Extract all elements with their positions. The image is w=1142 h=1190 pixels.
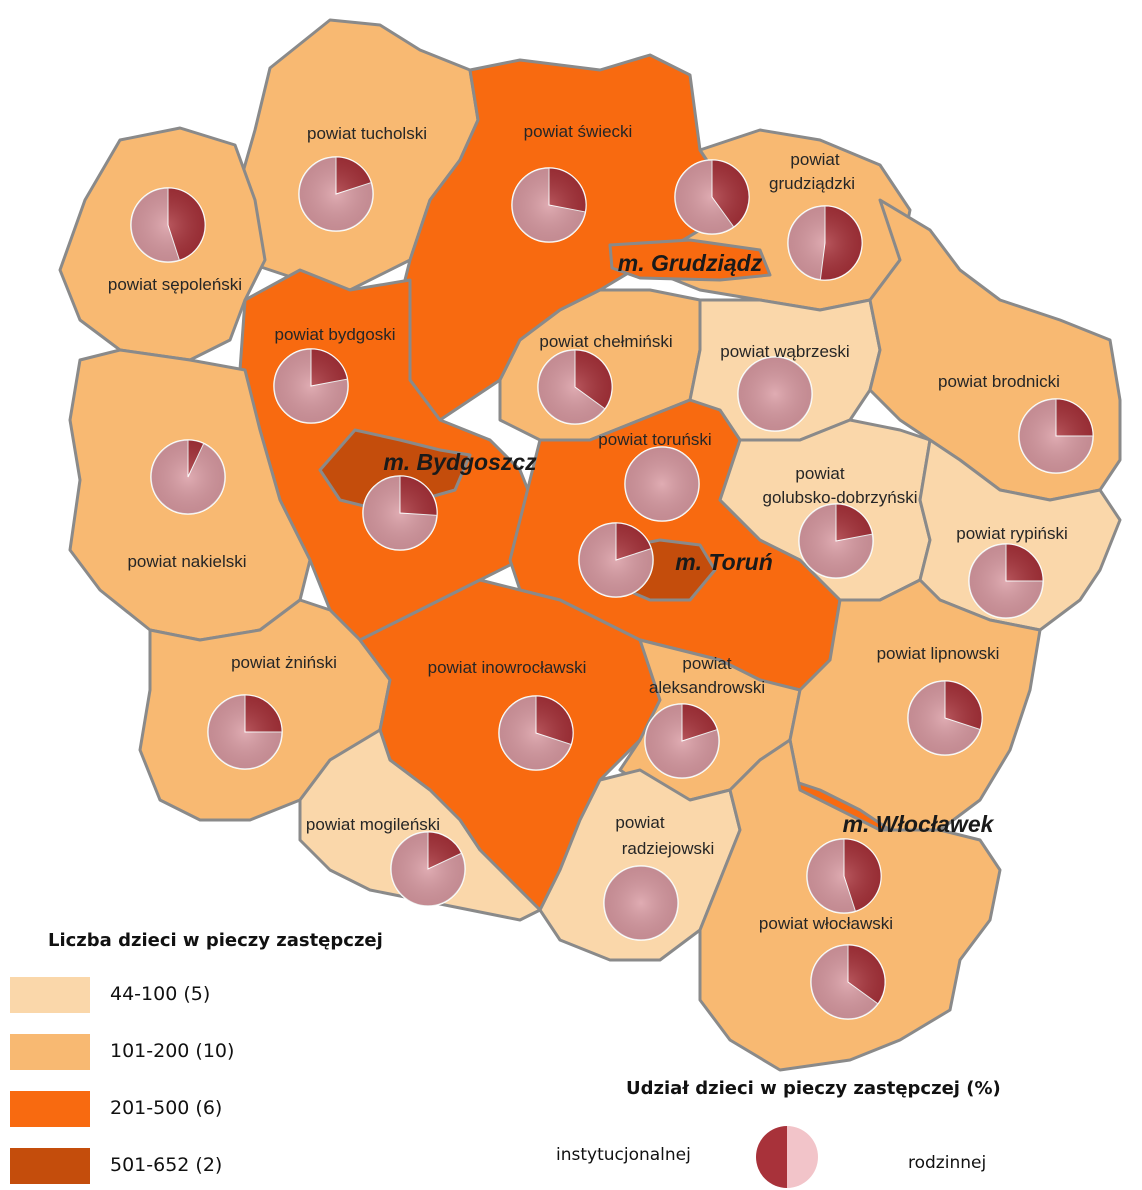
pie-shade bbox=[299, 157, 373, 231]
pie-shade bbox=[151, 440, 225, 514]
pie-shade bbox=[363, 476, 437, 550]
label-golubsko-line2: golubsko-dobrzyński bbox=[763, 488, 918, 507]
label-m-torun: m. Toruń bbox=[675, 549, 773, 575]
region-mogilenski[interactable] bbox=[298, 728, 542, 922]
legend-count-item: 501-652 (2) bbox=[10, 1148, 310, 1188]
pie-shade bbox=[799, 504, 873, 578]
region-m-bydgoszcz[interactable] bbox=[318, 428, 472, 512]
pie-shade bbox=[131, 188, 205, 262]
legend-count-label: 101-200 (10) bbox=[110, 1040, 235, 1062]
legend-count-item: 201-500 (6) bbox=[10, 1091, 310, 1131]
pie-golubsko bbox=[798, 503, 874, 579]
pie-zninski bbox=[207, 694, 283, 770]
label-tucholski: powiat tucholski bbox=[307, 124, 427, 143]
pie-mogilenski bbox=[390, 831, 466, 907]
legend-swatch bbox=[10, 977, 90, 1013]
label-rypinski: powiat rypiński bbox=[956, 524, 1068, 543]
label-aleksandrowski-line2: aleksandrowski bbox=[649, 678, 765, 697]
pie-brodnicki bbox=[1018, 398, 1094, 474]
pie-wabrzeski bbox=[737, 356, 813, 432]
pie-shade bbox=[908, 681, 982, 755]
legend-count-label: 44-100 (5) bbox=[110, 983, 211, 1005]
pie-radziejowski bbox=[603, 865, 679, 941]
pie-m-wloclawek bbox=[806, 838, 882, 914]
label-lipnowski: powiat lipnowski bbox=[877, 644, 1000, 663]
pie-shade bbox=[969, 544, 1043, 618]
pie-shade bbox=[274, 349, 348, 423]
label-mogilenski: powiat mogileński bbox=[306, 815, 440, 834]
legend-pie-family-half bbox=[787, 1126, 818, 1188]
label-zninski: powiat żniński bbox=[231, 653, 337, 672]
pie-shade bbox=[625, 447, 699, 521]
legend-count-title: Liczba dzieci w pieczy zastępczej bbox=[48, 930, 383, 951]
pie-chelminski bbox=[537, 349, 613, 425]
pie-sepolenski bbox=[130, 187, 206, 263]
pie-shade bbox=[645, 704, 719, 778]
pie-m-torun bbox=[578, 522, 654, 598]
legend-count-item: 101-200 (10) bbox=[10, 1034, 310, 1074]
legend-count-label: 501-652 (2) bbox=[110, 1154, 223, 1176]
label-m-bydgoszcz: m. Bydgoszcz bbox=[383, 449, 537, 475]
region-labels: powiat tucholski powiat świecki powiat g… bbox=[108, 122, 1068, 933]
pie-m-bydgoszcz bbox=[362, 475, 438, 551]
legend-share-pie bbox=[756, 1126, 818, 1188]
pie-shade bbox=[512, 168, 586, 242]
pie-shade bbox=[811, 945, 885, 1019]
pie-shade bbox=[1019, 399, 1093, 473]
label-bydgoski: powiat bydgoski bbox=[275, 325, 396, 344]
region-m-grudziadz[interactable] bbox=[608, 238, 772, 282]
pie-grudziadzki bbox=[787, 205, 863, 281]
pie-lipnowski bbox=[907, 680, 983, 756]
legend-count-label: 201-500 (6) bbox=[110, 1097, 223, 1119]
pie-shade bbox=[391, 832, 465, 906]
label-wabrzeski: powiat wąbrzeski bbox=[720, 342, 849, 361]
pie-rypinski bbox=[968, 543, 1044, 619]
legend-swatch bbox=[10, 1091, 90, 1127]
label-swiecki: powiat świecki bbox=[524, 122, 633, 141]
pie-shade bbox=[579, 523, 653, 597]
pie-shade bbox=[788, 206, 862, 280]
pie-bydgoski bbox=[273, 348, 349, 424]
pie-m-grudziadz bbox=[674, 159, 750, 235]
label-brodnicki: powiat brodnicki bbox=[938, 372, 1060, 391]
label-chelminski: powiat chełmiński bbox=[539, 332, 672, 351]
pie-wloclawski bbox=[810, 944, 886, 1020]
pie-nakielski bbox=[150, 439, 226, 515]
pie-inowroclawski bbox=[498, 695, 574, 771]
label-aleksandrowski-line1: powiat bbox=[682, 654, 731, 673]
label-sepolenski: powiat sępoleński bbox=[108, 275, 242, 294]
legend-family-label: rodzinnej bbox=[908, 1153, 987, 1173]
label-torunski: powiat toruński bbox=[598, 430, 711, 449]
legend-pie-institutional-half bbox=[756, 1126, 787, 1188]
label-m-grudziadz: m. Grudziądz bbox=[618, 250, 763, 276]
label-nakielski: powiat nakielski bbox=[127, 552, 246, 571]
pie-shade bbox=[208, 695, 282, 769]
label-grudziadzki-line2: grudziądzki bbox=[769, 174, 855, 193]
legend-swatch bbox=[10, 1148, 90, 1184]
legend-share-title: Udział dzieci w pieczy zastępczej (%) bbox=[626, 1078, 1001, 1099]
pie-shade bbox=[604, 866, 678, 940]
pie-shade bbox=[538, 350, 612, 424]
pie-shade bbox=[675, 160, 749, 234]
pie-torunski bbox=[624, 446, 700, 522]
label-radziejowski-line1: powiat bbox=[615, 813, 664, 832]
pie-shade bbox=[807, 839, 881, 913]
pie-tucholski bbox=[298, 156, 374, 232]
pie-charts bbox=[130, 156, 1094, 1020]
legend-count-item: 44-100 (5) bbox=[10, 977, 310, 1017]
label-grudziadzki-line1: powiat bbox=[790, 150, 839, 169]
label-m-wloclawek: m. Włocławek bbox=[843, 811, 995, 837]
legend-institutional-label: instytucjonalnej bbox=[556, 1145, 691, 1165]
legend-swatch bbox=[10, 1034, 90, 1070]
pie-swiecki bbox=[511, 167, 587, 243]
label-radziejowski-line2: radziejowski bbox=[622, 839, 715, 858]
pie-shade bbox=[738, 357, 812, 431]
label-golubsko-line1: powiat bbox=[795, 464, 844, 483]
label-wloclawski: powiat włocławski bbox=[759, 914, 893, 933]
pie-aleksandrowski bbox=[644, 703, 720, 779]
label-inowroclawski: powiat inowrocławski bbox=[428, 658, 587, 677]
pie-shade bbox=[499, 696, 573, 770]
